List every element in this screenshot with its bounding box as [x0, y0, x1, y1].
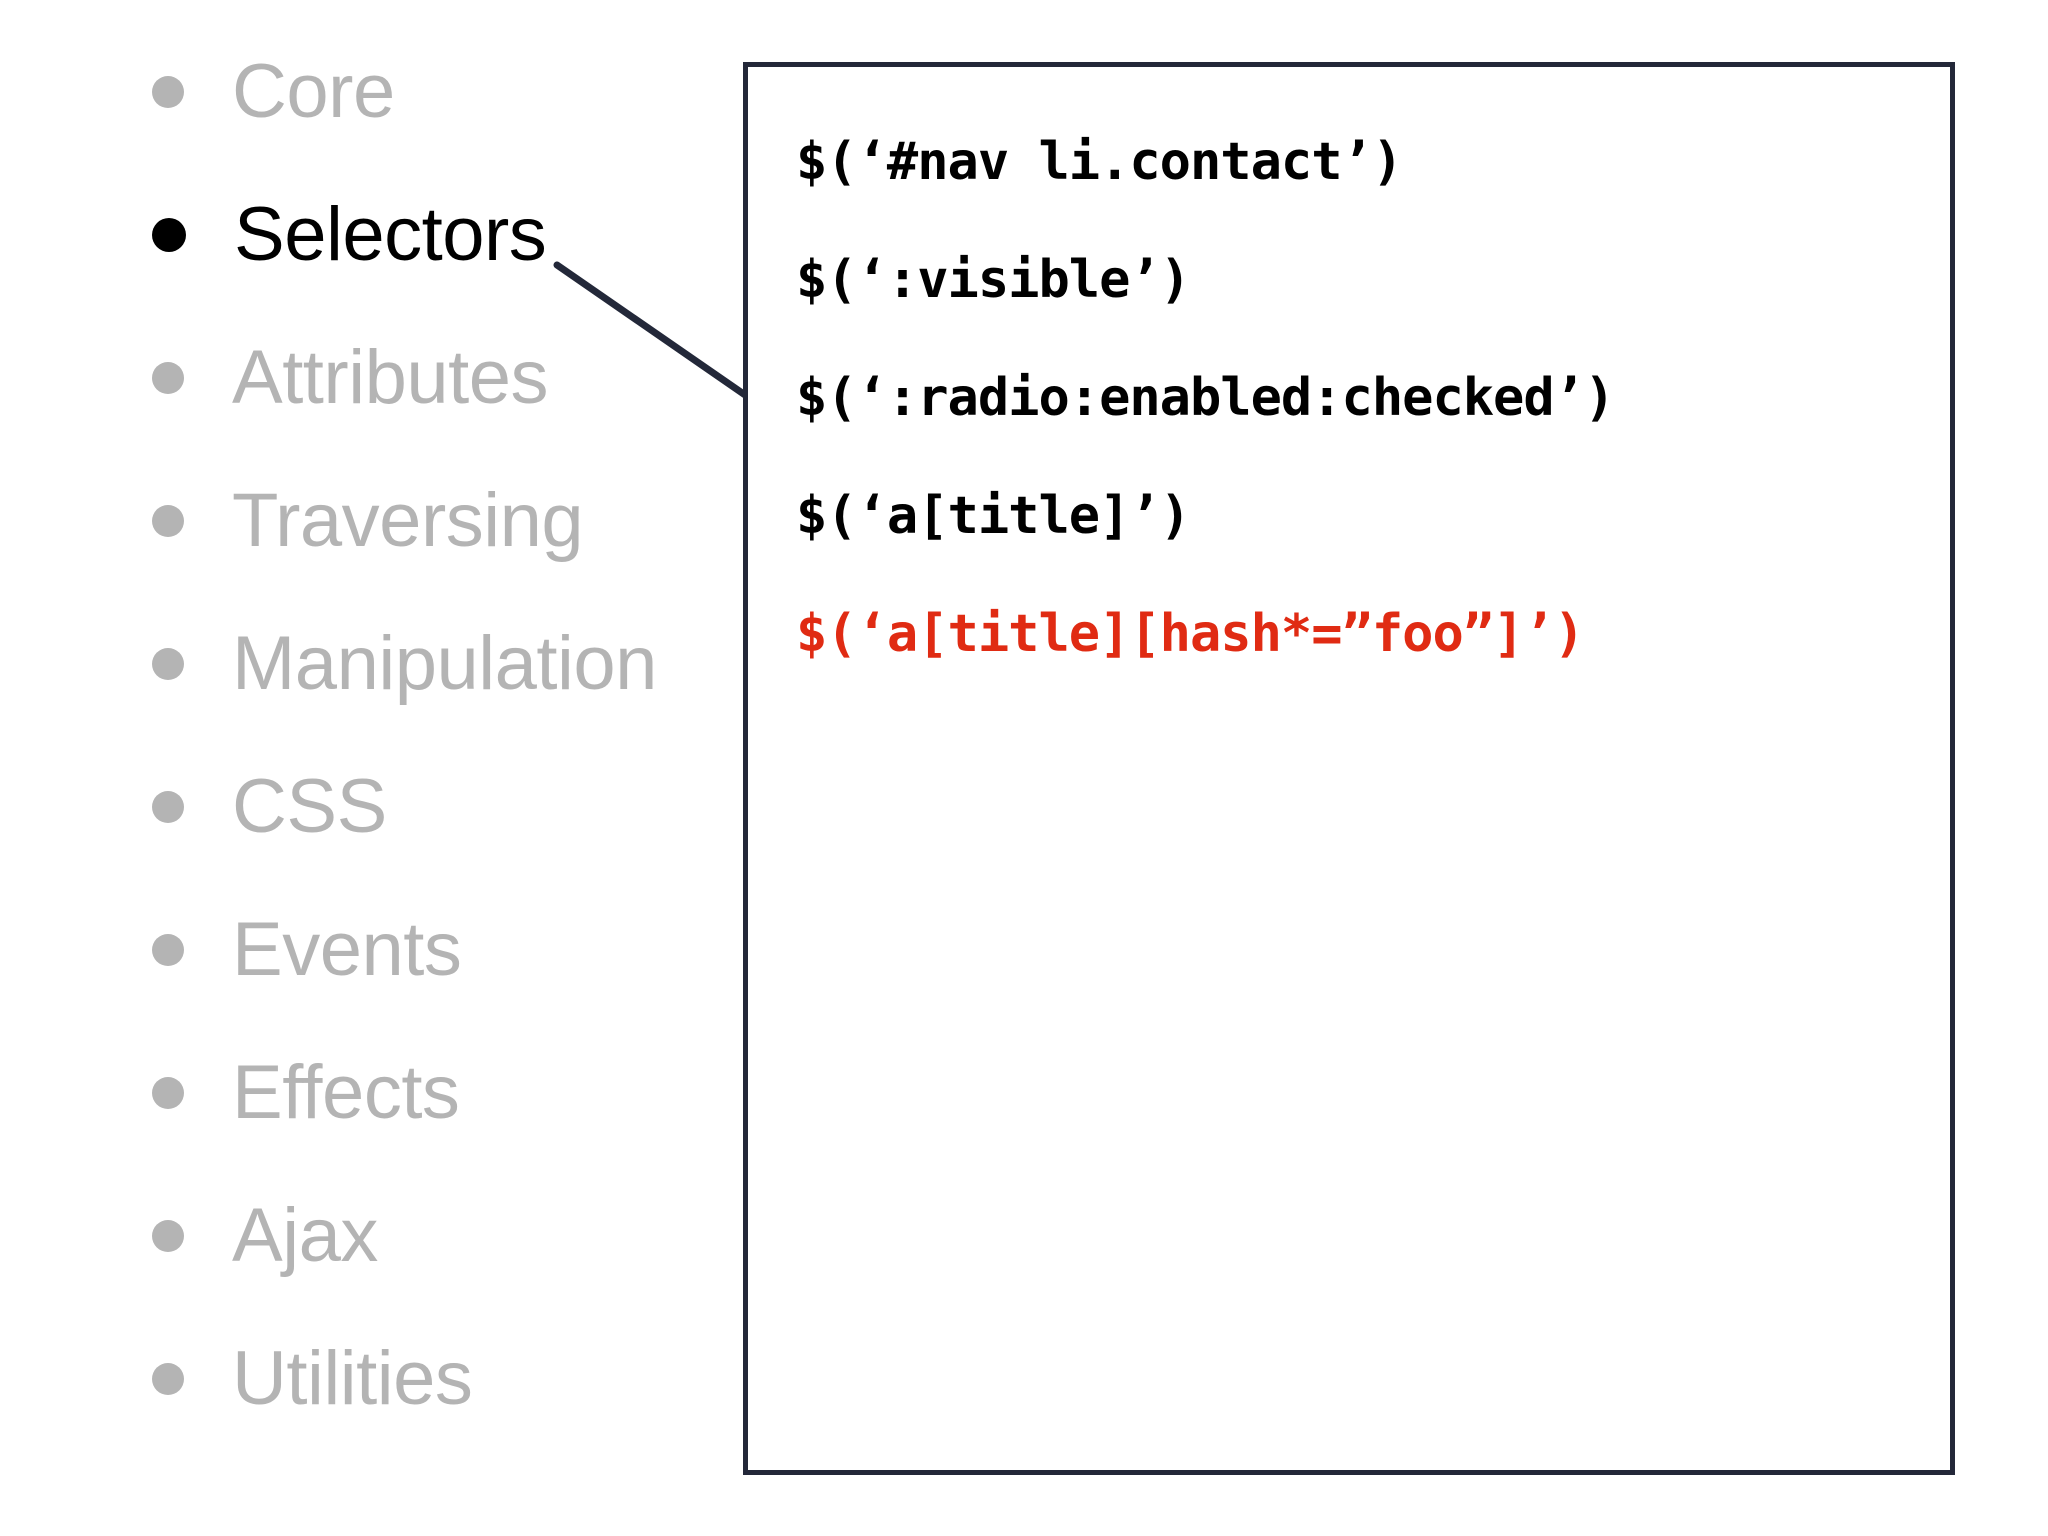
code-line: $(‘:visible’)	[796, 250, 1191, 310]
agenda-item-label: Utilities	[232, 1336, 473, 1421]
agenda-item-manipulation[interactable]: Manipulation	[152, 604, 657, 724]
agenda-item-label: Events	[232, 907, 462, 992]
bullet-icon	[152, 791, 184, 823]
code-panel: $(‘#nav li.contact’) $(‘:visible’) $(‘:rad…	[743, 62, 1955, 1475]
bullet-icon	[152, 505, 184, 537]
agenda-item-attributes[interactable]: Attributes	[152, 318, 549, 438]
agenda-item-core[interactable]: Core	[152, 32, 395, 152]
agenda-item-effects[interactable]: Effects	[152, 1033, 460, 1153]
agenda-item-label: Core	[232, 49, 395, 134]
agenda-item-selectors[interactable]: Selectors	[152, 175, 547, 295]
code-line-list: $(‘#nav li.contact’) $(‘:visible’) $(‘:rad…	[796, 103, 1940, 693]
agenda-item-utilities[interactable]: Utilities	[152, 1319, 473, 1439]
agenda-item-label: Manipulation	[232, 621, 657, 706]
agenda-item-css[interactable]: CSS	[152, 747, 387, 867]
bullet-icon	[152, 218, 186, 252]
agenda-item-label: Traversing	[232, 478, 584, 563]
bullet-icon	[152, 1220, 184, 1252]
agenda-item-ajax[interactable]: Ajax	[152, 1176, 378, 1296]
bullet-icon	[152, 362, 184, 394]
code-line: $(‘:radio:enabled:checked’)	[796, 368, 1615, 428]
bullet-icon	[152, 934, 184, 966]
code-line: $(‘a[title]’)	[796, 486, 1191, 546]
agenda-item-label: Ajax	[232, 1193, 378, 1278]
bullet-icon	[152, 76, 184, 108]
code-line: $(‘#nav li.contact’)	[796, 132, 1403, 192]
bullet-icon	[152, 1077, 184, 1109]
agenda-item-events[interactable]: Events	[152, 890, 462, 1010]
agenda-item-label: CSS	[232, 764, 387, 849]
agenda-item-label: Attributes	[232, 335, 549, 420]
bullet-icon	[152, 648, 184, 680]
bullet-icon	[152, 1363, 184, 1395]
agenda-item-label: Selectors	[234, 192, 547, 277]
code-line-highlighted: $(‘a[title][hash*=”foo”]’)	[796, 604, 1585, 664]
agenda-item-label: Effects	[232, 1050, 460, 1135]
agenda-item-traversing[interactable]: Traversing	[152, 461, 584, 581]
